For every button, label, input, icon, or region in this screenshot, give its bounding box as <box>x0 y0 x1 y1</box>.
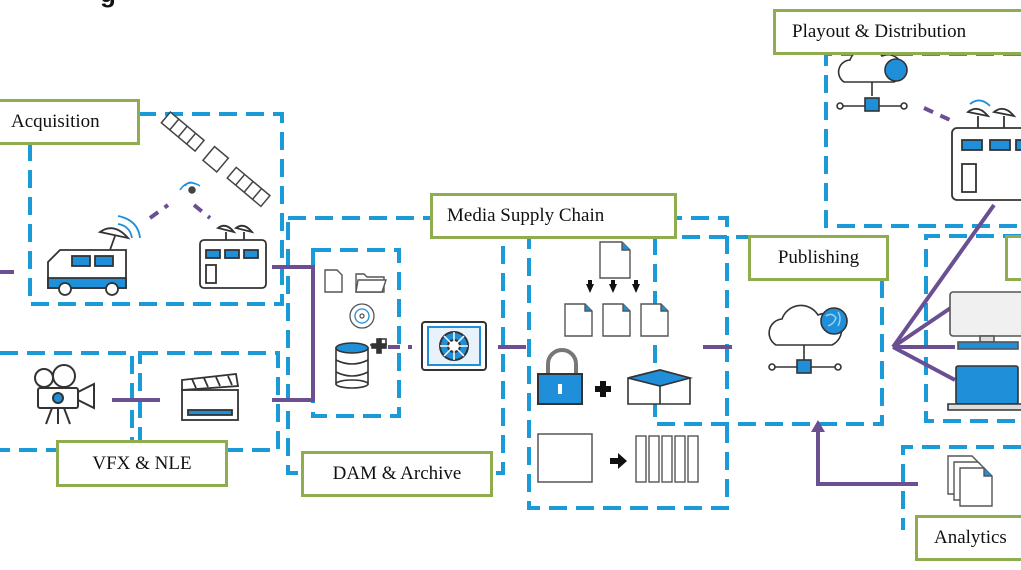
document-icon <box>599 241 631 279</box>
publishing-arrowhead <box>811 420 825 432</box>
cloud-network-icon <box>768 304 848 374</box>
connectors <box>0 106 996 486</box>
devices-label-fragment <box>1005 235 1021 281</box>
cloud-network-icon <box>836 47 908 112</box>
database-add-icon <box>335 338 387 389</box>
broadcast-van-icon <box>47 215 141 296</box>
clapperboard-icon <box>181 373 240 421</box>
analytics-label: Analytics <box>915 515 1021 561</box>
right-arrow <box>610 453 627 469</box>
frames-sequence-icon <box>635 435 699 483</box>
film-camera-icon <box>34 364 95 425</box>
frame-icon <box>537 433 593 483</box>
title-fragment: g <box>100 0 116 9</box>
package-icon <box>627 369 694 405</box>
vfx-left-region <box>0 351 134 452</box>
media-supply-chain-label: Media Supply Chain <box>430 193 677 239</box>
vault-icon <box>421 321 487 371</box>
lock-icon <box>537 348 583 405</box>
dam-archive-label: DAM & Archive <box>301 451 493 497</box>
devices-region <box>924 234 1021 423</box>
monitor-icon <box>949 291 1021 350</box>
document-icon <box>324 269 343 293</box>
disc-icon <box>349 303 375 329</box>
playout-distribution-label: Playout & Distribution <box>773 9 1021 55</box>
transmission-station-icon <box>199 224 267 289</box>
down-arrows <box>586 280 640 293</box>
satellite-icon <box>160 111 271 208</box>
analytics-region <box>901 445 1021 530</box>
vfx-nle-label: VFX & NLE <box>56 440 228 487</box>
transmission-station-icon <box>951 99 1021 201</box>
publishing-label: Publishing <box>748 235 889 281</box>
acquisition-label: Acquisition <box>0 99 140 145</box>
folder-icon <box>355 273 387 293</box>
document-icon <box>564 303 669 337</box>
plus-icon <box>595 381 611 397</box>
laptop-icon <box>947 365 1021 411</box>
documents-stack-icon <box>947 455 993 507</box>
acquisition-region <box>28 112 284 306</box>
